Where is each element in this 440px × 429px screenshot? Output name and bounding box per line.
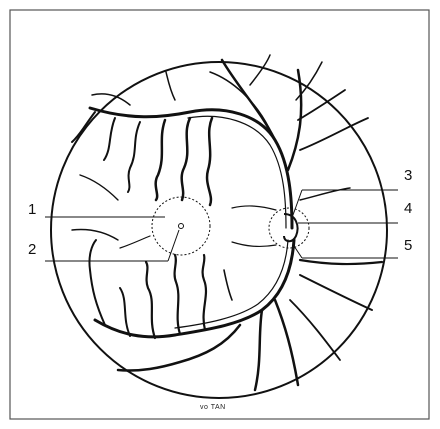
label-4: 4 [404, 200, 412, 217]
label-2: 2 [28, 241, 36, 258]
figure-frame [10, 10, 429, 419]
label-3: 3 [404, 167, 412, 184]
leader-lines [45, 190, 398, 261]
label-5: 5 [404, 237, 412, 254]
label-1: 1 [28, 201, 36, 218]
macula-region [152, 197, 210, 255]
fovea-dot [179, 224, 184, 229]
artist-signature: vo TAN [200, 404, 226, 411]
